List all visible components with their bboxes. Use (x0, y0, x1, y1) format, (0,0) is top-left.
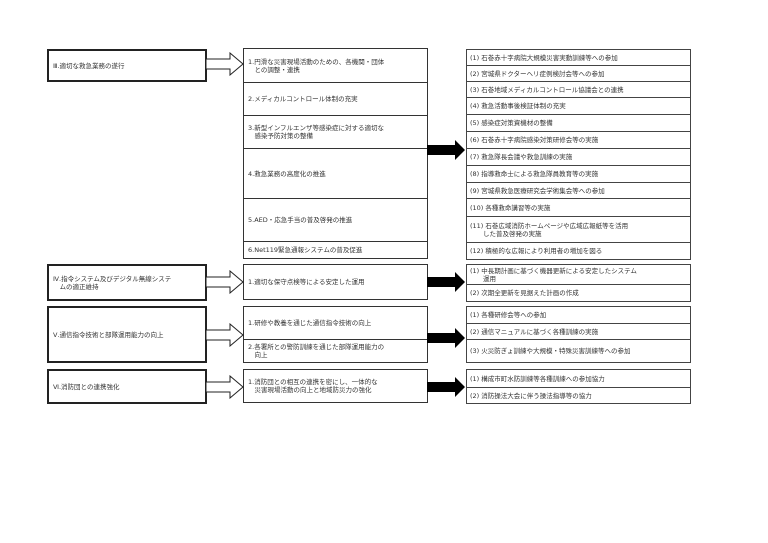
hollow-arrow-icon (206, 323, 244, 347)
solid-arrow-icon (427, 140, 465, 160)
measures-5: 1.研修や教養を通じた通信指令技術の向上 2.各署所との警防訓練を通じた部隊運用… (243, 306, 428, 363)
action-item: (7) 救急隊長会議や救急訓練の実施 (467, 149, 690, 166)
action-item: (3) 火災防ぎょ訓練や大規模・特殊災害訓練等への参加 (470, 347, 631, 355)
action-item: (10) 各種救命講習等の実施 (467, 199, 690, 217)
action-item: (3) 石巻地域メディカルコントロール協議会との連携 (467, 82, 690, 98)
measures-4: 1.適切な保守点検等による安定した運用 (243, 264, 428, 300)
action-item: (2) 宮城県ドクターヘリ症例検討会等への参加 (467, 66, 690, 82)
actions-6: (1) 構成市町水防訓練等各種訓練への参加協力 (2) 消防操法大会に伴う操法指… (466, 369, 691, 404)
hollow-arrow-icon (206, 270, 244, 294)
section-title-6: Ⅵ.消防団との連携強化 (47, 369, 207, 404)
action-item: (1) 石巻赤十字病院大規模災害実動訓練等への参加 (467, 50, 690, 66)
action-item: (4) 救急活動事後検証体制の充実 (467, 98, 690, 115)
measure-item: 1.円滑な災害現場活動のための、各機関・団体 との調整・連携 (244, 49, 427, 83)
measure-item: 1.研修や教養を通じた通信指令技術の向上 (244, 307, 427, 340)
measure-item: 1.適切な保守点検等による安定した運用 (248, 278, 365, 286)
action-item: (2) 次期全更新を見据えた計画の作成 (470, 289, 579, 297)
action-item: (6) 石巻赤十字病院感染対策研修会等の実施 (467, 132, 690, 149)
action-item: (5) 感染症対策資機材の整備 (467, 115, 690, 132)
solid-arrow-icon (427, 377, 465, 397)
section-title-4: Ⅳ.指令システム及びデジタル無線システ ムの適正維持 (47, 264, 207, 301)
action-item: (11) 石巻広域消防ホームページや広域広報紙等を活用 した普及啓発の実施 (467, 217, 690, 243)
action-item: (1) 構成市町水防訓練等各種訓練への参加協力 (467, 370, 690, 388)
measure-item: 1.消防団との相互の連携を密にし、一体的な 災害現場活動の向上と地域防災力の強化 (248, 378, 378, 394)
measure-item: 4.救急業務の高度化の推進 (244, 149, 427, 199)
section-title-3: Ⅲ.適切な救急業務の遂行 (47, 49, 207, 82)
solid-arrow-icon (427, 328, 465, 348)
section-title-5: Ⅴ.通信指令技術と部隊運用能力の向上 (47, 306, 207, 363)
measures-6: 1.消防団との相互の連携を密にし、一体的な 災害現場活動の向上と地域防災力の強化 (243, 369, 428, 403)
measure-item: 6.Net119緊急通報システムの普及促進 (248, 246, 363, 254)
measure-item: 2.メディカルコントロール体制の充実 (244, 83, 427, 116)
measure-item: 3.新型インフルエンザ等感染症に対する適切な 感染予防対策の整備 (244, 116, 427, 149)
action-item: (1) 中長期計画に基づく機器更新による安定したシステム 運用 (467, 265, 690, 285)
solid-arrow-icon (427, 272, 465, 292)
actions-3: (1) 石巻赤十字病院大規模災害実動訓練等への参加 (2) 宮城県ドクターヘリ症… (466, 49, 691, 260)
actions-5: (1) 各種研修会等への参加 (2) 通信マニュアルに基づく各種訓練の実施 (3… (466, 306, 691, 363)
hollow-arrow-icon (206, 52, 244, 76)
action-item: (1) 各種研修会等への参加 (467, 307, 690, 324)
action-item: (2) 通信マニュアルに基づく各種訓練の実施 (467, 324, 690, 340)
action-item: (2) 消防操法大会に伴う操法指導等の協力 (470, 391, 592, 400)
actions-4: (1) 中長期計画に基づく機器更新による安定したシステム 運用 (2) 次期全更… (466, 264, 691, 302)
action-item: (8) 指導救命士による救急隊員教育等の実施 (467, 166, 690, 183)
measure-item: 5.AED・応急手当の普及啓発の推進 (244, 199, 427, 242)
action-item: (9) 宮城県救急医療研究会学術集会等への参加 (467, 183, 690, 199)
measure-item: 2.各署所との警防訓練を通じた部隊運用能力の 向上 (248, 343, 385, 359)
action-item: (12) 積極的な広報により利用者の増加を図る (470, 247, 603, 255)
hollow-arrow-icon (206, 375, 244, 399)
measures-3: 1.円滑な災害現場活動のための、各機関・団体 との調整・連携 2.メディカルコン… (243, 48, 428, 259)
